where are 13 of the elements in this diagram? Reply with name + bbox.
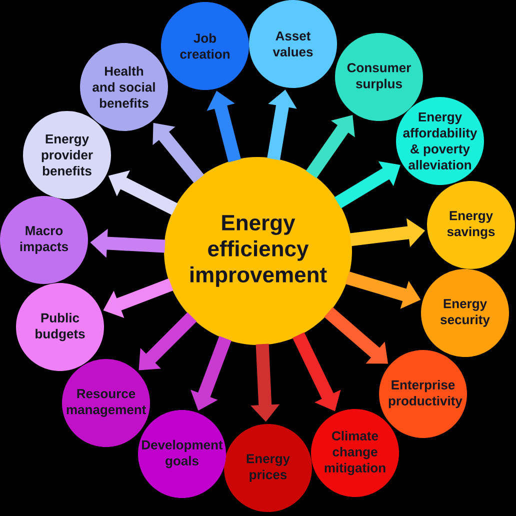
circle-node: Health and social benefits bbox=[80, 43, 168, 131]
circle-node: Energy security bbox=[421, 269, 509, 357]
circle-node: Job creation bbox=[161, 2, 249, 90]
circle-node: Public budgets bbox=[16, 283, 104, 371]
circle-node: Energy savings bbox=[427, 181, 515, 269]
circle-node: Asset values bbox=[249, 0, 337, 88]
circle-node: Energy provider benefits bbox=[23, 111, 111, 199]
circle-node: Energy prices bbox=[224, 424, 312, 512]
circle-node: Macro impacts bbox=[0, 196, 88, 284]
circle-node: Climate change mitigation bbox=[311, 409, 399, 497]
arrow bbox=[138, 312, 197, 370]
circle-node: Energy affordability & poverty alleviation bbox=[396, 97, 484, 185]
circle-node: Enterprise productivity bbox=[379, 350, 467, 438]
